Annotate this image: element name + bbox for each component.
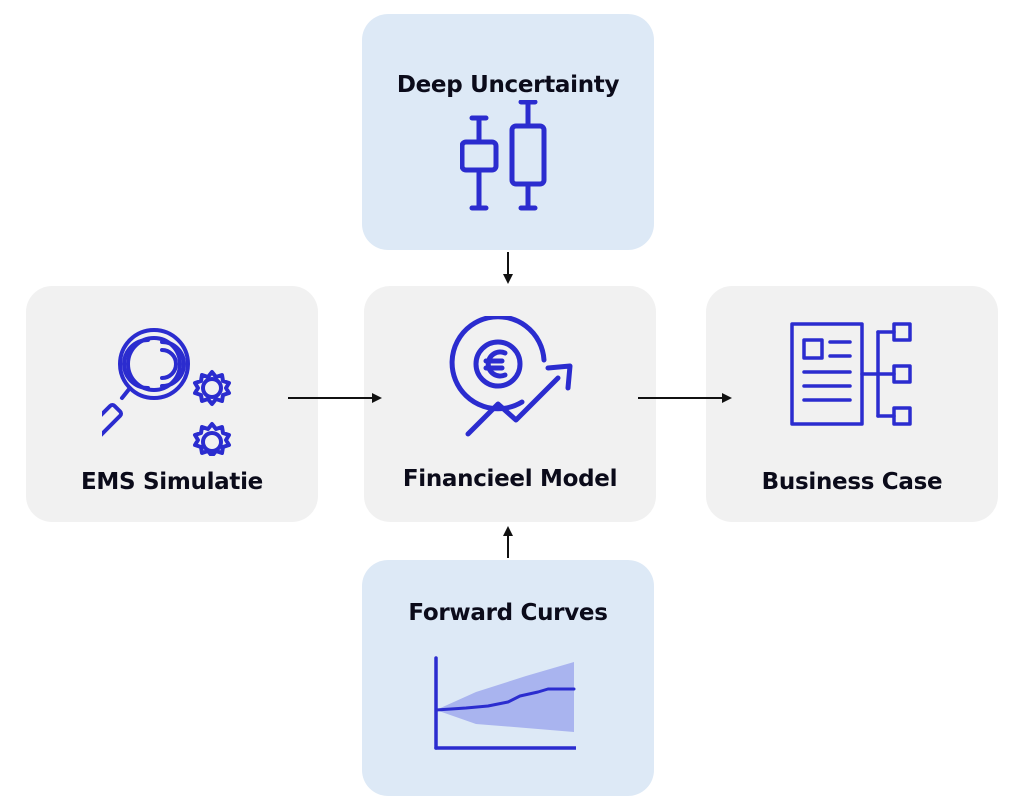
ems-simulatie-label: EMS Simulatie: [81, 469, 263, 495]
business-case-node: Business Case: [706, 286, 998, 522]
boxplot-icon: [460, 100, 547, 211]
business-case-label: Business Case: [761, 469, 943, 495]
forward-curves-node: Forward Curves: [362, 560, 654, 796]
financieel-model-label: Financieel Model: [402, 466, 618, 492]
deep-uncertainty-label: Deep Uncertainty: [396, 72, 620, 98]
document-tree-icon: [790, 322, 912, 426]
deep-uncertainty-node: Deep Uncertainty: [362, 14, 654, 250]
financieel-model-node: Financieel Model: [364, 286, 656, 522]
forward-curve-chart-icon: [434, 656, 576, 750]
ems-simulatie-node: EMS Simulatie: [26, 286, 318, 522]
magnifier-gears-icon: [102, 328, 231, 456]
euro-growth-icon: [449, 316, 573, 437]
forward-curves-label: Forward Curves: [408, 600, 608, 626]
